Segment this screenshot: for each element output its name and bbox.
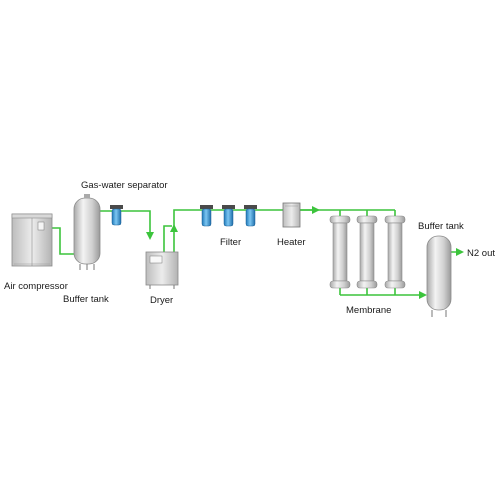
separator-filter (110, 205, 123, 226)
label-gas-water-separator: Gas-water separator (81, 180, 168, 191)
membrane-3 (384, 215, 406, 289)
label-heater: Heater (277, 237, 306, 248)
label-membrane: Membrane (346, 305, 391, 316)
filter-2 (222, 205, 235, 227)
arrow-up-from-dryer (170, 224, 178, 232)
buffer-tank-2 (426, 235, 452, 317)
label-buffer-tank-1: Buffer tank (63, 294, 109, 305)
buffer-tank-1 (73, 194, 101, 270)
label-air-compressor: Air compressor (4, 281, 68, 292)
label-filter: Filter (220, 237, 241, 248)
label-dryer: Dryer (150, 295, 173, 306)
membrane-1 (329, 215, 351, 289)
filter-group (200, 205, 257, 227)
filter-1 (200, 205, 213, 227)
heater (282, 202, 301, 228)
labels: Gas-water separator Air compressor Buffe… (4, 180, 495, 316)
label-buffer-tank-2: Buffer tank (418, 221, 464, 232)
label-n2-out: N2 out (467, 248, 495, 259)
air-compressor (11, 213, 53, 267)
dryer (145, 251, 179, 289)
pipe-dryer-to-filters (163, 225, 172, 252)
membrane-2 (356, 215, 378, 289)
pipe-compressor-to-tank (52, 227, 74, 255)
membrane-group (329, 215, 406, 289)
filter-3 (244, 205, 257, 227)
pipe-dryer-riser (173, 206, 320, 252)
pipe-tank-to-separator-filter (100, 210, 154, 240)
